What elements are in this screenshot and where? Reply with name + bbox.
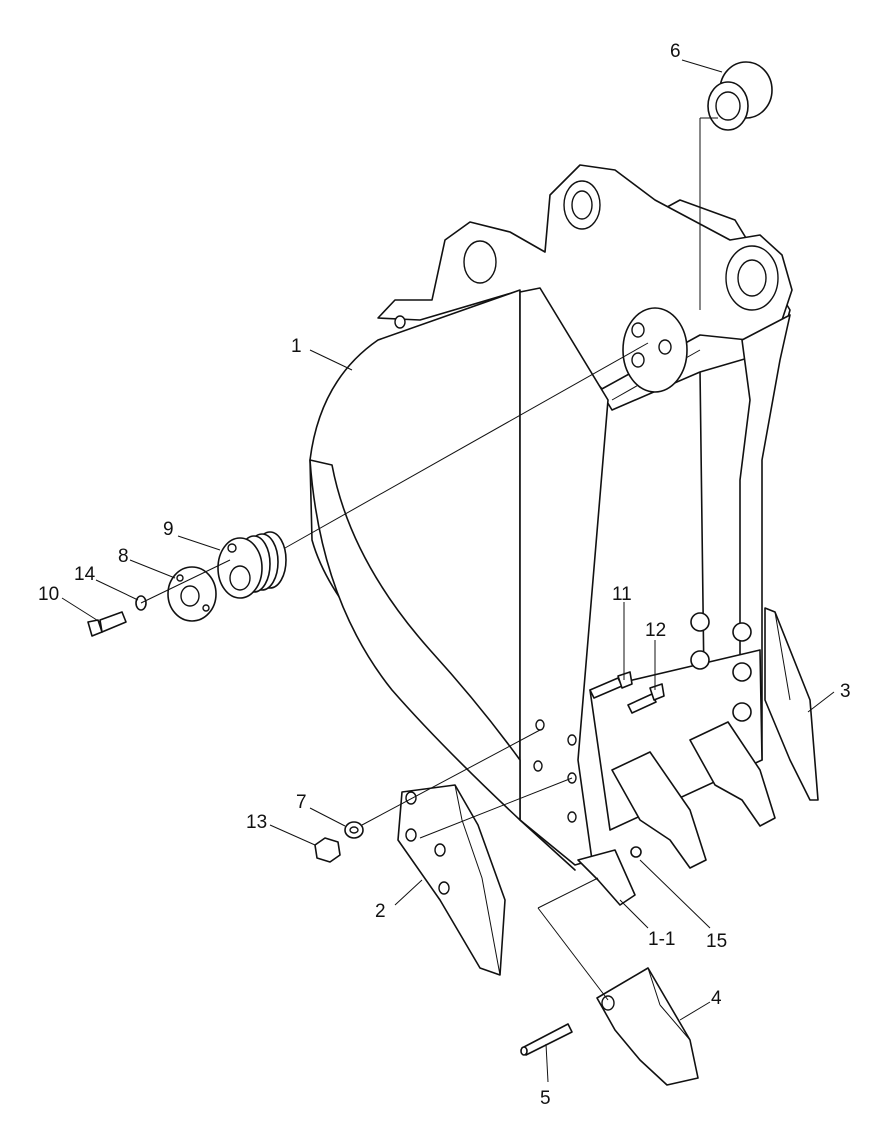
retainer-plate: [167, 566, 217, 622]
callout-4: 4: [711, 988, 722, 1009]
callout-labels: 1 6 9 8 14 10 11 12 3 7 13 2 1-1 15 4 5: [38, 41, 851, 1109]
nut-row: [690, 612, 752, 722]
callout-6: 6: [670, 41, 681, 62]
callout-9: 9: [163, 519, 174, 540]
bolt-11: [589, 671, 633, 699]
callout-15: 15: [706, 931, 727, 952]
callout-10: 10: [38, 584, 59, 605]
assembly-lines: [140, 117, 718, 1001]
callout-13: 13: [246, 812, 267, 833]
callout-12: 12: [645, 620, 666, 641]
bucket-body: [309, 164, 793, 906]
callout-11: 11: [612, 584, 632, 605]
bolt-12: [627, 683, 665, 714]
bolt-10: [87, 611, 127, 637]
tooth-pin: [520, 1023, 573, 1056]
nut-13: [314, 837, 341, 863]
shim-stack: [217, 531, 287, 599]
side-cutter-left: [397, 784, 506, 976]
callout-3: 3: [840, 681, 851, 702]
bushing: [707, 61, 773, 131]
tooth-point: [596, 967, 699, 1086]
callout-leaders: [61, 59, 835, 1083]
callout-8: 8: [118, 546, 129, 567]
callout-2: 2: [375, 901, 386, 922]
callout-14: 14: [74, 564, 96, 585]
callout-7: 7: [296, 792, 307, 813]
callout-1: 1: [291, 336, 302, 357]
callout-1-1: 1-1: [648, 929, 675, 950]
side-cutter-right: [764, 607, 819, 801]
callout-5: 5: [540, 1088, 551, 1109]
